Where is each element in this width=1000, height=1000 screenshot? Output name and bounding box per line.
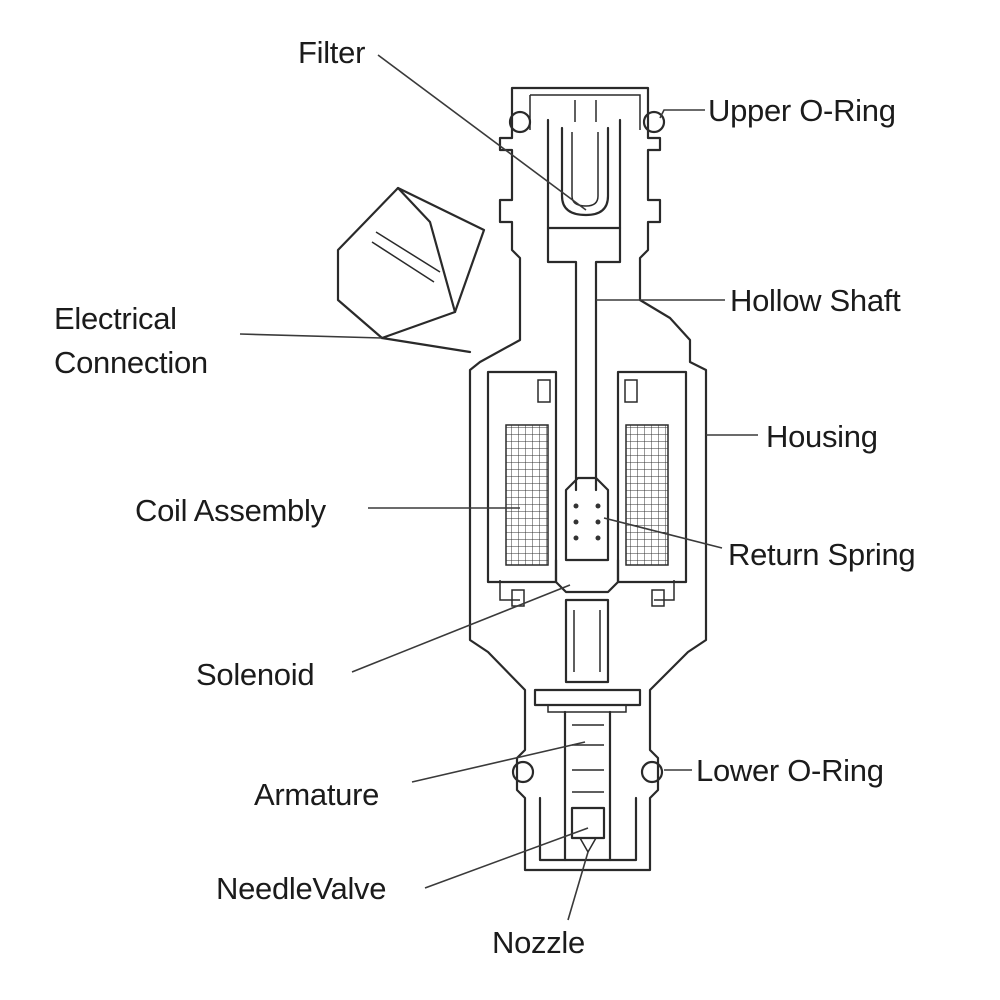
coil-assembly-drawing bbox=[486, 370, 688, 607]
leader-armature bbox=[411, 741, 586, 783]
return-spring bbox=[564, 476, 610, 562]
lower-o-ring bbox=[511, 760, 664, 784]
leader-electrical-connection bbox=[239, 333, 383, 339]
label-lower-o-ring: Lower O-Ring bbox=[696, 753, 884, 788]
label-needle-valve: NeedleValve bbox=[216, 871, 387, 906]
upper-o-ring bbox=[508, 110, 666, 134]
leader-solenoid bbox=[351, 584, 571, 673]
label-electrical-connection-line2: Connection bbox=[54, 345, 208, 380]
label-upper-o-ring: Upper O-Ring bbox=[708, 93, 896, 128]
label-hollow-shaft: Hollow Shaft bbox=[730, 283, 901, 318]
label-electrical-connection-line1: Electrical bbox=[54, 301, 177, 336]
hollow-shaft bbox=[546, 226, 622, 492]
label-filter: Filter bbox=[298, 35, 366, 70]
label-armature: Armature bbox=[254, 777, 380, 812]
label-solenoid: Solenoid bbox=[196, 657, 315, 692]
leader-upper-o-ring bbox=[659, 109, 705, 119]
electrical-connector bbox=[336, 186, 486, 354]
leader-needle-valve bbox=[424, 827, 589, 889]
leader-nozzle bbox=[567, 851, 589, 921]
leader-return-spring bbox=[603, 517, 723, 549]
leader-filter bbox=[377, 54, 587, 211]
label-housing: Housing bbox=[766, 419, 878, 454]
label-nozzle: Nozzle bbox=[492, 925, 585, 960]
label-coil-assembly: Coil Assembly bbox=[135, 493, 326, 528]
label-return-spring: Return Spring bbox=[728, 537, 916, 572]
solenoid-core bbox=[533, 558, 642, 713]
armature-needle bbox=[538, 710, 638, 862]
leader-lines bbox=[239, 54, 758, 921]
